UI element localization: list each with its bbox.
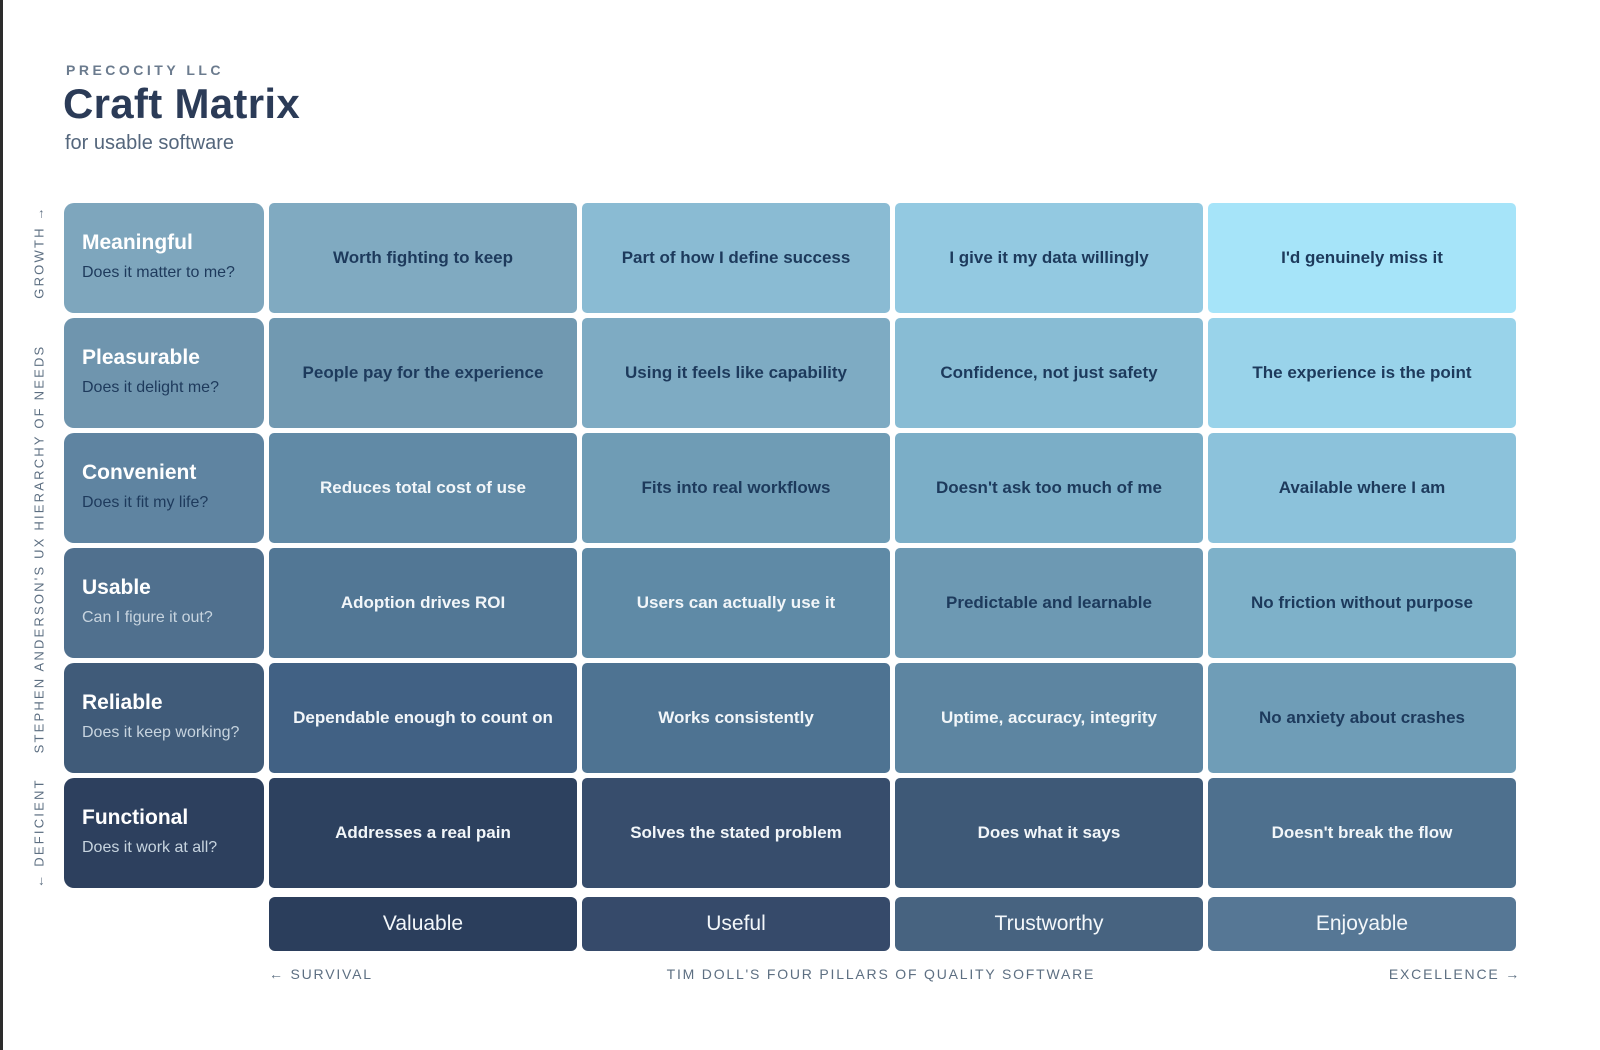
row-question: Does it work at all?: [82, 839, 218, 857]
matrix-cell-text: Dependable enough to count on: [293, 707, 553, 727]
matrix-cell-text: Works consistently: [658, 707, 814, 727]
x-axis-excellence-label: EXCELLENCE →: [1388, 966, 1521, 982]
matrix-cell-r4-c1: Adoption drives ROI: [269, 548, 577, 658]
column-header-label: Trustworthy: [994, 912, 1104, 935]
matrix-cell-text: No friction without purpose: [1251, 592, 1473, 612]
row-title: Usable: [82, 576, 151, 600]
matrix-cell-text: Uptime, accuracy, integrity: [940, 707, 1158, 727]
matrix-cell-text: I give it my data willingly: [949, 247, 1149, 267]
matrix-cell-r5-c4: No anxiety about crashes: [1208, 663, 1516, 773]
row-question: Does it keep working?: [82, 724, 240, 742]
row-title: Functional: [82, 806, 189, 830]
column-header-label: Valuable: [382, 912, 464, 935]
matrix-cell-r3-c3: Doesn't ask too much of me: [895, 433, 1203, 543]
matrix-cell-text: Worth fighting to keep: [332, 247, 514, 267]
matrix-cell-r1-c2: Part of how I define success: [582, 203, 890, 313]
matrix-cell-r3-c1: Reduces total cost of use: [269, 433, 577, 543]
growth-label-text: GROWTH: [31, 226, 47, 299]
deficient-label-text: DEFICIENT: [31, 778, 47, 867]
matrix-cell-r4-c2: Users can actually use it: [582, 548, 890, 658]
matrix-cell-r3-c2: Fits into real workflows: [582, 433, 890, 543]
matrix-cell-text: Doesn't ask too much of me: [935, 477, 1163, 497]
matrix-cell-r1-c1: Worth fighting to keep: [269, 203, 577, 313]
matrix-cell-text: Predictable and learnable: [946, 592, 1152, 612]
y-axis-growth-label: GROWTH →: [32, 205, 47, 298]
matrix-cell-r2-c3: Confidence, not just safety: [895, 318, 1203, 428]
matrix-cell-r2-c2: Using it feels like capability: [582, 318, 890, 428]
matrix-cell-text: Using it feels like capability: [624, 362, 848, 382]
x-axis-pillars-label: TIM DOLL'S FOUR PILLARS OF QUALITY SOFTW…: [666, 966, 1096, 982]
matrix-cell-r4-c3: Predictable and learnable: [895, 548, 1203, 658]
column-header-label: Useful: [706, 912, 766, 935]
matrix-cell-text: Does what it says: [977, 822, 1121, 842]
column-header-label: Enjoyable: [1315, 912, 1409, 935]
x-axis: ← SURVIVAL TIM DOLL'S FOUR PILLARS OF QU…: [269, 966, 1521, 982]
x-axis-survival-label: ← SURVIVAL: [269, 966, 373, 982]
row-title: Meaningful: [82, 231, 193, 255]
company-name: PRECOCITY LLC: [66, 62, 225, 78]
row-title: Pleasurable: [82, 346, 200, 370]
matrix-cell-text: Fits into real workflows: [641, 477, 831, 497]
page-subtitle: for usable software: [65, 132, 234, 154]
matrix-cell-text: Doesn't break the flow: [1271, 822, 1453, 842]
matrix-cell-text: Available where I am: [1278, 477, 1446, 497]
column-headers-row: Valuable Useful Trustworthy Enjoyable: [269, 897, 1516, 951]
column-header-useful: Useful: [582, 897, 890, 951]
matrix-cell-text: Confidence, not just safety: [940, 362, 1158, 382]
matrix-cell-r5-c2: Works consistently: [582, 663, 890, 773]
matrix-cell-text: Reduces total cost of use: [320, 477, 526, 497]
matrix-cell-r5-c3: Uptime, accuracy, integrity: [895, 663, 1203, 773]
y-axis-deficient-label: ← DEFICIENT: [32, 778, 47, 887]
matrix-cell-r4-c4: No friction without purpose: [1208, 548, 1516, 658]
page-title: Craft Matrix: [63, 80, 300, 127]
matrix-cell-r1-c4: I'd genuinely miss it: [1208, 203, 1516, 313]
matrix-cell-text: I'd genuinely miss it: [1281, 247, 1443, 267]
row-title: Convenient: [82, 461, 197, 485]
down-arrow-icon: ←: [31, 872, 47, 888]
matrix-cell-r6-c1: Addresses a real pain: [269, 778, 577, 888]
up-arrow-icon: →: [31, 205, 47, 221]
matrix-cell-text: Adoption drives ROI: [340, 592, 506, 612]
window-left-edge: [0, 0, 3, 1050]
matrix-cell-r5-c1: Dependable enough to count on: [269, 663, 577, 773]
matrix-cell-text: Addresses a real pain: [335, 822, 511, 842]
matrix-cell-text: Part of how I define success: [621, 247, 851, 267]
matrix-cell-text: The experience is the point: [1252, 362, 1472, 382]
column-header-trustworthy: Trustworthy: [895, 897, 1203, 951]
column-header-valuable: Valuable: [269, 897, 577, 951]
row-question: Does it matter to me?: [82, 264, 235, 282]
y-axis-hierarchy-label: STEPHEN ANDERSON'S UX HIERARCHY OF NEEDS: [31, 344, 47, 754]
row-title: Reliable: [82, 691, 163, 715]
matrix-cell-r6-c2: Solves the stated problem: [582, 778, 890, 888]
row-question: Does it fit my life?: [82, 494, 209, 512]
matrix-cell-r2-c4: The experience is the point: [1208, 318, 1516, 428]
matrix-cell-r1-c3: I give it my data willingly: [895, 203, 1203, 313]
matrix-cell-r3-c4: Available where I am: [1208, 433, 1516, 543]
matrix-cell-text: People pay for the experience: [302, 362, 544, 382]
row-question: Does it delight me?: [82, 379, 219, 397]
column-header-enjoyable: Enjoyable: [1208, 897, 1516, 951]
matrix-cell-text: Users can actually use it: [636, 592, 836, 612]
row-question: Can I figure it out?: [82, 609, 213, 627]
matrix-cell-r2-c1: People pay for the experience: [269, 318, 577, 428]
matrix-cell-text: No anxiety about crashes: [1259, 707, 1465, 727]
matrix-cell-text: Solves the stated problem: [630, 822, 842, 842]
matrix-cell-r6-c4: Doesn't break the flow: [1208, 778, 1516, 888]
matrix-cell-r6-c3: Does what it says: [895, 778, 1203, 888]
